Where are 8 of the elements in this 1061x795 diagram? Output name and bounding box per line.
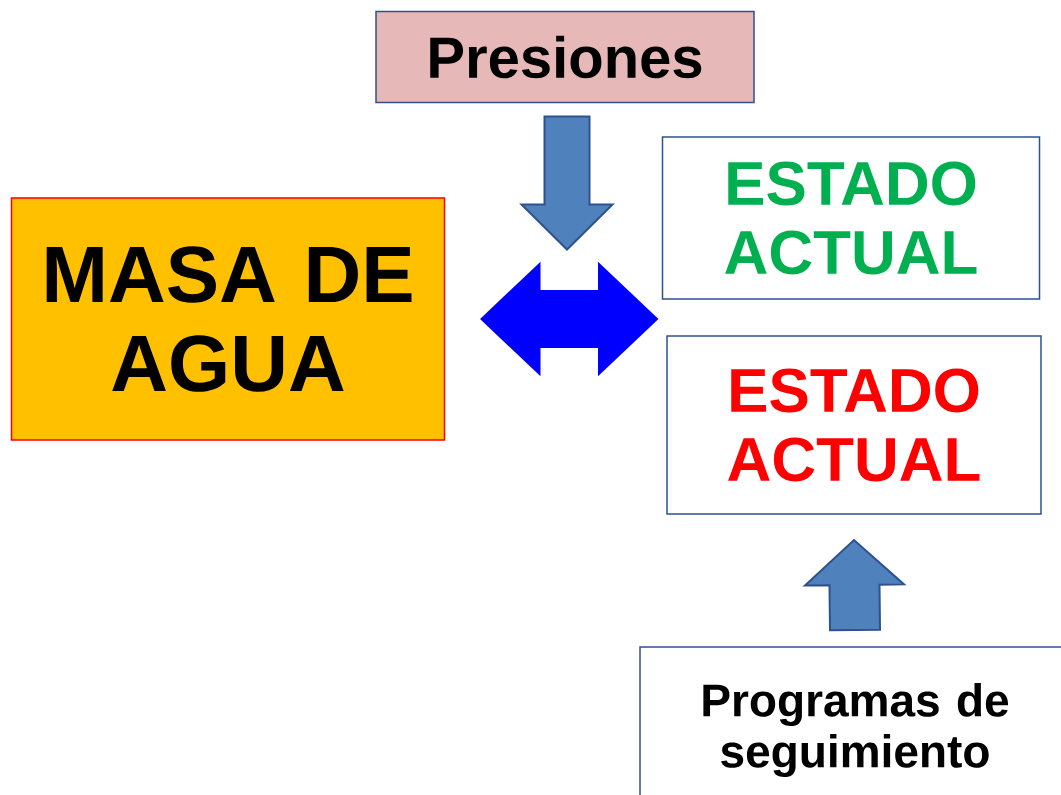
double-block-arrow bbox=[480, 261, 659, 377]
monitoring-box: Programas de seguimiento bbox=[639, 646, 1061, 795]
pressure-box: Presiones bbox=[375, 10, 755, 104]
block-arrow bbox=[802, 538, 907, 632]
water-body-box: MASA DE AGUA bbox=[10, 197, 446, 441]
status-box: ESTADO ACTUAL bbox=[661, 136, 1041, 300]
status-box: ESTADO ACTUAL bbox=[666, 335, 1042, 515]
block-arrow bbox=[519, 115, 615, 251]
